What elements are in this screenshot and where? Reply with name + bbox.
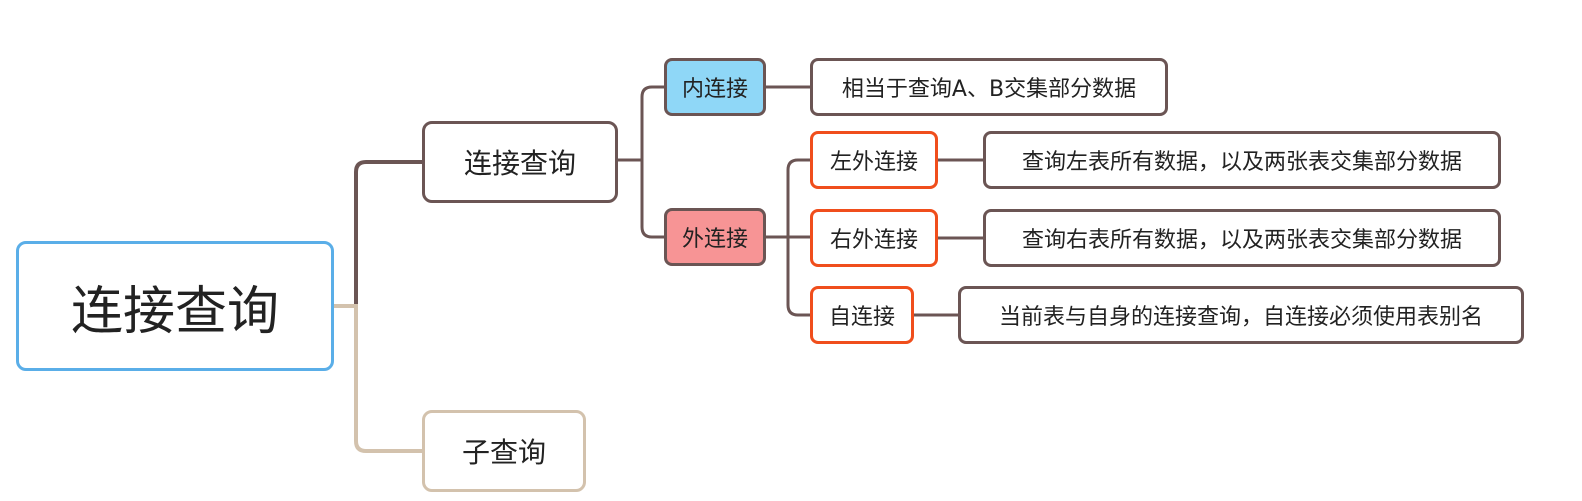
inner-join-node[interactable]: 内连接	[664, 58, 766, 116]
outer-join-node[interactable]: 外连接	[664, 208, 766, 266]
connector-outer-left	[766, 158, 810, 239]
connector-join-outer	[618, 158, 664, 239]
right-outer-join-node[interactable]: 右外连接	[810, 209, 938, 267]
subquery-node[interactable]: 子查询	[422, 410, 586, 492]
right-outer-join-desc-node[interactable]: 查询右表所有数据，以及两张表交集部分数据	[983, 209, 1501, 267]
inner-join-desc-node[interactable]: 相当于查询A、B交集部分数据	[810, 58, 1168, 116]
self-join-node[interactable]: 自连接	[810, 286, 914, 344]
self-join-desc-node[interactable]: 当前表与自身的连接查询，自连接必须使用表别名	[958, 286, 1524, 344]
connector-root-subquery	[334, 304, 422, 453]
join-query-node[interactable]: 连接查询	[422, 121, 618, 203]
connector-join-inner	[618, 85, 664, 162]
connector-root-join	[334, 160, 422, 308]
left-outer-join-node[interactable]: 左外连接	[810, 131, 938, 189]
root-node[interactable]: 连接查询	[16, 241, 334, 371]
left-outer-join-desc-node[interactable]: 查询左表所有数据，以及两张表交集部分数据	[983, 131, 1501, 189]
connector-outer-self	[786, 237, 810, 317]
